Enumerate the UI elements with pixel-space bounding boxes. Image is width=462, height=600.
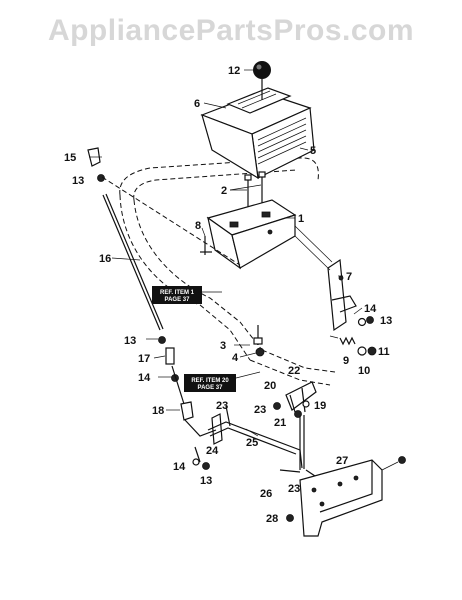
lower-rod [171,365,185,405]
callout-24: 24 [206,445,219,457]
long-rod [299,415,305,470]
spring-9 [339,336,356,346]
callout-13-lower: 13 [200,475,212,487]
callout-5: 5 [310,145,316,157]
frame-outline [119,157,336,386]
callout-6: 6 [194,98,200,110]
washer-4 [255,347,265,357]
nut-13-mid [158,336,166,344]
watermark: AppliancePartsPros.com [47,14,415,47]
washer-10 [357,346,367,356]
callout-20: 20 [264,380,276,392]
callout-25: 25 [246,437,258,449]
callout-7: 7 [346,271,352,283]
callout-17: 17 [138,353,150,365]
shaft-25 [207,421,303,469]
callout-11: 11 [378,346,390,358]
rod-16 [101,176,241,331]
nut-13-upper [366,316,374,324]
bellcrank-24 [184,413,223,445]
callout-numbers: 12 6 5 15 13 2 8 1 16 7 14 13 3 9 11 13 … [64,65,392,525]
bolt-27 [398,456,406,464]
clip-19 [302,400,310,408]
callout-14-mid: 14 [138,372,151,384]
rod-end-18 [180,401,194,421]
bracket-22 [285,381,317,413]
reference-box-1-line1: REF. ITEM 1 [160,290,195,296]
callout-1: 1 [298,213,304,225]
lever-plate-7 [294,225,357,332]
turnbuckle-17 [165,347,175,365]
callout-3: 3 [220,340,226,352]
pin-23-left [225,405,231,427]
callout-23-lower: 23 [288,483,300,495]
leader-lines [89,69,363,437]
callout-18: 18 [152,405,164,417]
callout-13-top: 13 [72,175,84,187]
nut-28 [286,514,294,522]
callout-26: 26 [260,488,272,500]
callout-12: 12 [228,65,240,77]
bolt-3 [253,325,263,345]
reference-box-1-line2: PAGE 37 [165,297,191,303]
reference-box-20: REF. ITEM 20 PAGE 37 [184,371,261,392]
nut-13-lower [194,446,210,470]
bolt-20 [289,394,296,413]
callout-14-upper: 14 [364,303,377,315]
bracket-8 [200,236,212,255]
nut-21 [294,410,302,418]
console-panel-5 [200,87,315,180]
callout-14-lower: 14 [173,461,186,473]
nut-13-top [97,174,105,182]
mount-plate-27 [299,459,399,537]
callout-19: 19 [314,400,326,412]
callout-10: 10 [358,365,370,377]
callout-13-mid: 13 [124,335,136,347]
knob-12 [253,61,271,79]
washer-14-upper [357,317,367,327]
callout-9: 9 [343,355,349,367]
bolts-2 [244,171,266,208]
reference-box-20-line2: PAGE 37 [198,385,224,391]
callout-16: 16 [99,253,111,265]
callout-4: 4 [232,352,239,364]
callout-23-mid: 23 [254,404,266,416]
callout-27: 27 [336,455,348,467]
nut-23-mid [273,402,281,410]
pin-26 [279,469,301,473]
callout-13-upper: 13 [380,315,392,327]
reference-box-1: REF. ITEM 1 PAGE 37 [152,286,222,304]
callout-8: 8 [195,220,201,232]
washer-14-lower [192,458,200,466]
callout-22: 22 [288,365,300,377]
callout-23-upper: 23 [216,400,228,412]
callout-21: 21 [274,417,286,429]
callout-28: 28 [266,513,278,525]
callout-15: 15 [64,152,76,164]
reference-box-20-line1: REF. ITEM 20 [191,378,229,384]
bracket-1 [206,199,297,270]
nut-11 [367,346,377,356]
callout-2: 2 [221,185,227,197]
